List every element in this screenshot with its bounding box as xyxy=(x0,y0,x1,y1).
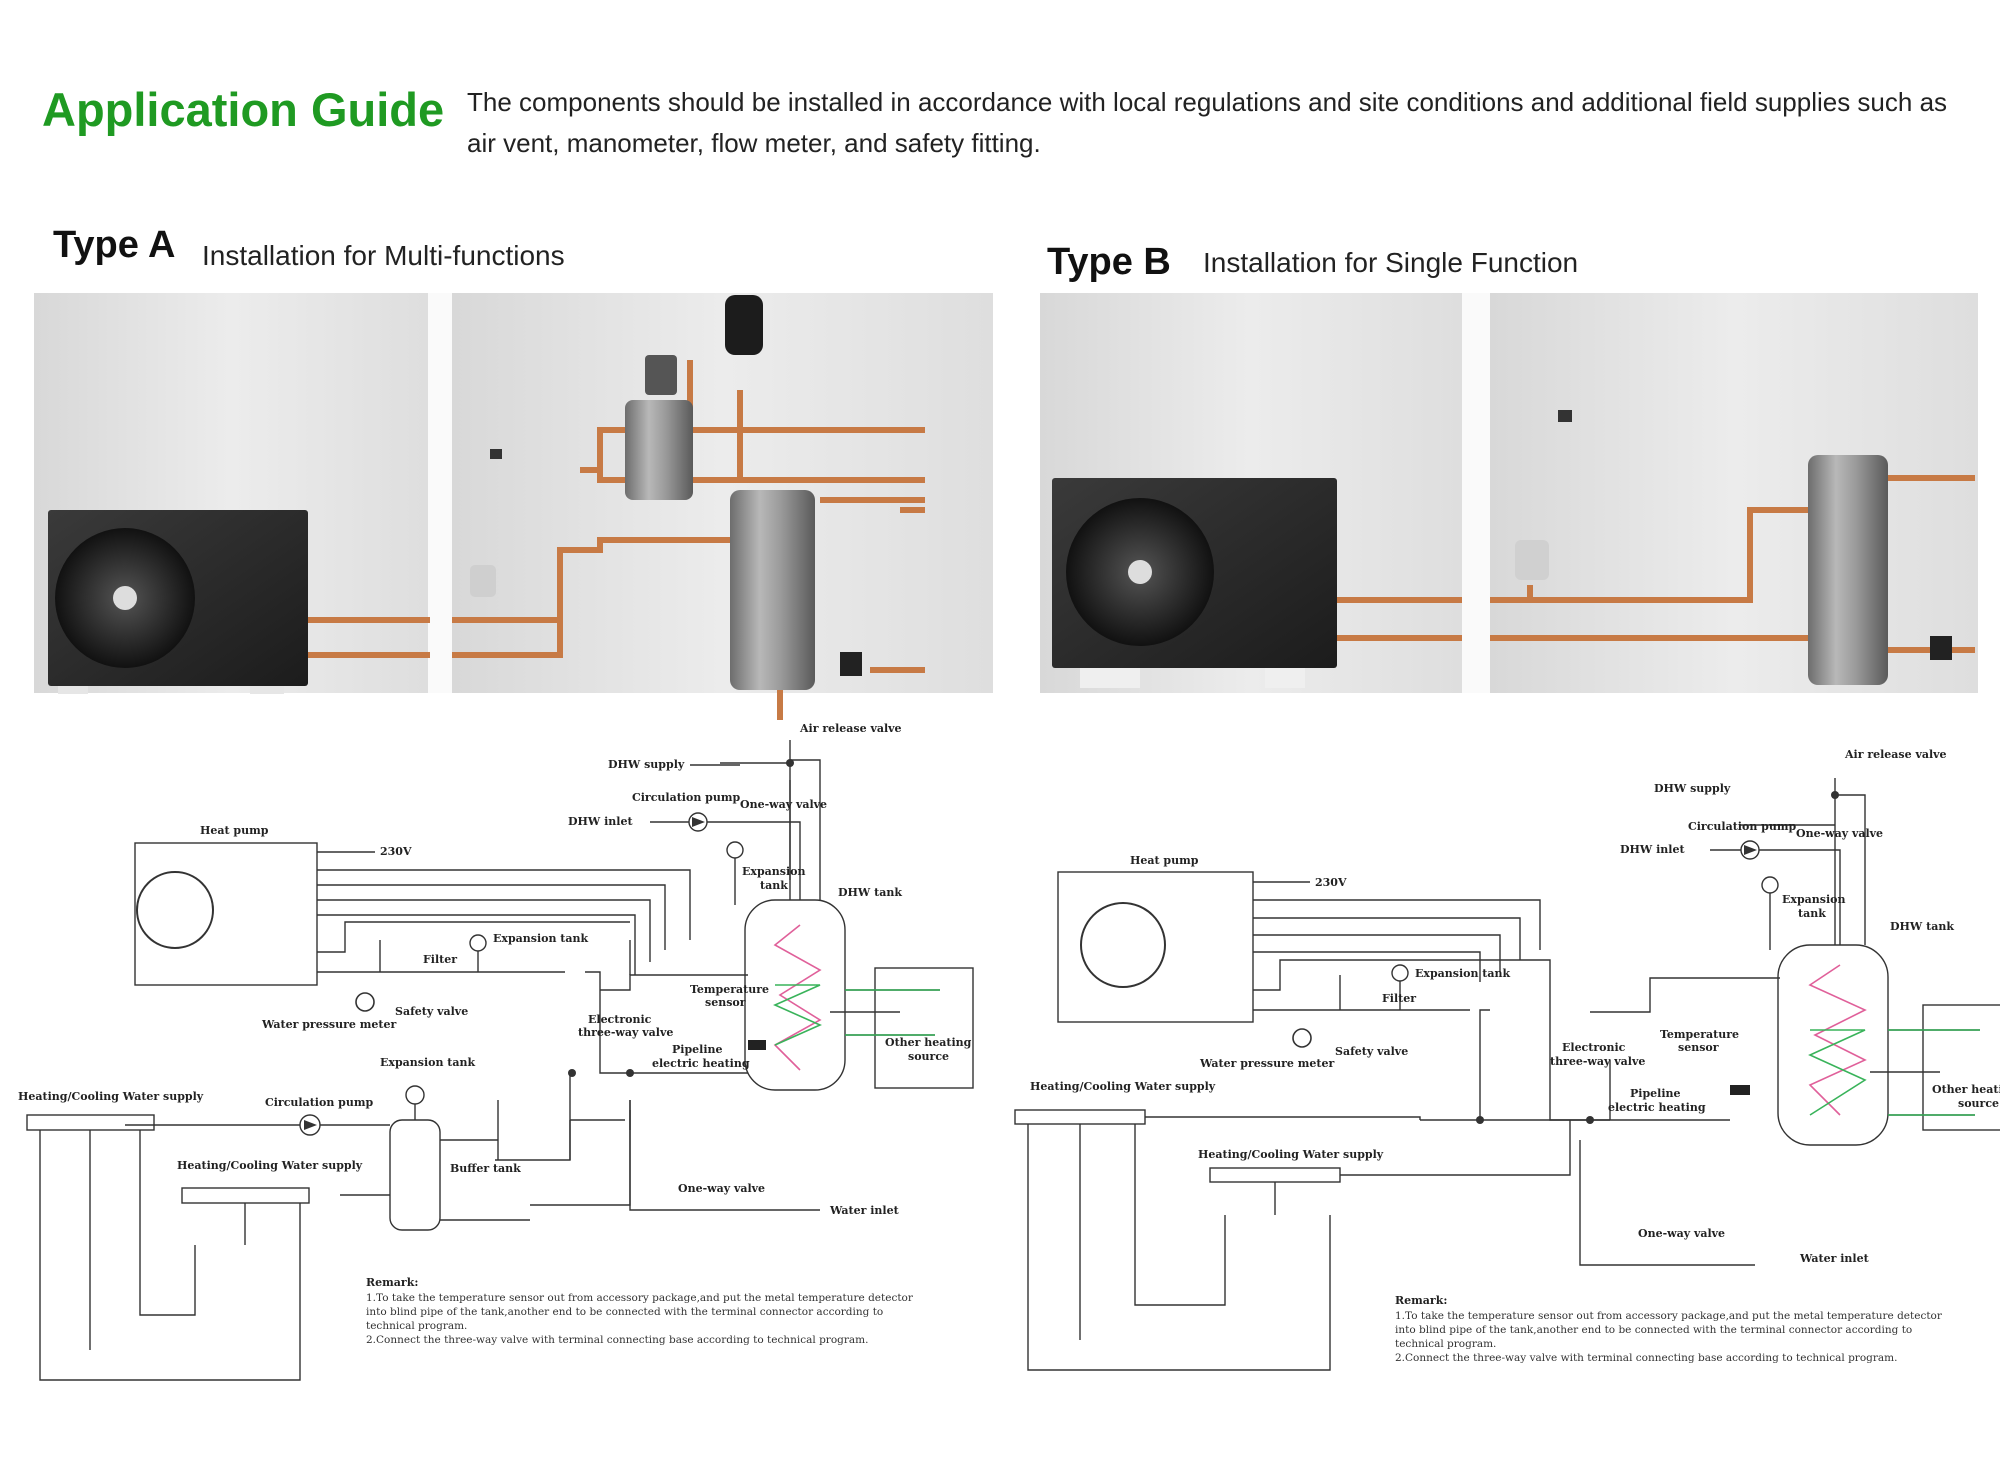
label-electronic-2: three-way valve xyxy=(1550,1055,1645,1068)
heating-coil xyxy=(773,984,822,1046)
remark-line: technical program. xyxy=(366,1320,467,1332)
label-other-heating-2: source xyxy=(908,1050,949,1063)
remark-line: into blind pipe of the tank,another end … xyxy=(1395,1324,1912,1336)
label-electronic-1: Electronic xyxy=(1562,1041,1626,1054)
label-expansion-right-1: Expansion xyxy=(1782,893,1845,906)
label-filter: Filter xyxy=(423,953,457,966)
label-pipeline-1: Pipeline xyxy=(1630,1087,1681,1100)
label-buffer-tank: Buffer tank xyxy=(450,1162,521,1175)
heating-coil xyxy=(1808,1029,1867,1116)
label-expansion-mid: Expansion tank xyxy=(493,932,589,945)
dhw-tank xyxy=(744,899,846,1091)
other-heating-box xyxy=(1922,1004,2000,1131)
label-air-release-valve: Air release valve xyxy=(1844,748,1947,761)
label-electronic-2: three-way valve xyxy=(578,1026,673,1039)
dhw-tank xyxy=(1777,944,1889,1146)
label-circulation-pump-mid: Circulation pump xyxy=(265,1096,373,1109)
label-temperature-sensor-1: Temperature xyxy=(1660,1028,1739,1041)
label-safety-valve: Safety valve xyxy=(395,1005,468,1018)
label-temperature-sensor-1: Temperature xyxy=(690,983,769,996)
heat-pump-box xyxy=(1057,871,1254,1023)
manifold-1 xyxy=(26,1114,155,1131)
label-hc-water-supply-2: Heating/Cooling Water supply xyxy=(177,1159,363,1172)
label-pipeline-2: electric heating xyxy=(1608,1101,1706,1114)
label-dhw-supply: DHW supply xyxy=(608,758,685,771)
label-heat-pump: Heat pump xyxy=(1130,854,1199,867)
label-filter: Filter xyxy=(1382,992,1416,1005)
gauge-icon xyxy=(355,992,375,1012)
gauge-icon xyxy=(1292,1028,1312,1048)
remark-line: 1.To take the temperature sensor out fro… xyxy=(1395,1310,1943,1322)
label-water-inlet: Water inlet xyxy=(1799,1252,1870,1265)
label-pipeline-1: Pipeline xyxy=(672,1043,723,1056)
manifold-2 xyxy=(181,1187,310,1204)
label-other-heating-1: Other heating xyxy=(885,1036,972,1049)
label-one-way-valve-top: One-way valve xyxy=(740,798,827,811)
label-air-release-valve: Air release valve xyxy=(799,722,902,735)
label-expansion-mid: Expansion tank xyxy=(1415,967,1511,980)
label-one-way-valve-top: One-way valve xyxy=(1796,827,1883,840)
dhw-coil xyxy=(1808,964,1867,1116)
label-dhw-supply: DHW supply xyxy=(1654,782,1731,795)
label-expansion-right-1: Expansion xyxy=(742,865,805,878)
label-pipeline-2: electric heating xyxy=(652,1057,750,1070)
type-a-schematic: Air release valve DHW supply Circulation… xyxy=(18,722,974,1381)
manifold-2 xyxy=(1209,1167,1341,1183)
label-water-pressure-meter: Water pressure meter xyxy=(261,1018,396,1031)
remark-line: technical program. xyxy=(1395,1338,1496,1350)
heat-pump-box xyxy=(134,842,318,986)
type-b-label: Type B xyxy=(1047,241,1171,283)
label-hc-water-supply-2: Heating/Cooling Water supply xyxy=(1198,1148,1384,1161)
remark-line: 2.Connect the three-way valve with termi… xyxy=(366,1334,868,1346)
type-a-render xyxy=(34,293,993,720)
label-circulation-pump-top: Circulation pump xyxy=(632,791,740,804)
page-description: The components should be installed in ac… xyxy=(467,87,1948,158)
label-water-pressure-meter: Water pressure meter xyxy=(1199,1057,1334,1070)
label-hc-water-supply-1: Heating/Cooling Water supply xyxy=(1030,1080,1216,1093)
label-expansion-right-2: tank xyxy=(1798,907,1826,920)
page-title: Application Guide xyxy=(42,83,445,136)
label-one-way-valve-bottom: One-way valve xyxy=(678,1182,765,1195)
dhw-coil xyxy=(773,924,822,1071)
label-water-inlet: Water inlet xyxy=(829,1204,900,1217)
label-dhw-tank: DHW tank xyxy=(1890,920,1954,933)
label-temperature-sensor-2: sensor xyxy=(705,996,746,1009)
remark-line: into blind pipe of the tank,another end … xyxy=(366,1306,883,1318)
remark-title: Remark: xyxy=(366,1276,418,1289)
label-other-heating-2: source xyxy=(1958,1097,1999,1110)
label-expansion-right-2: tank xyxy=(760,879,788,892)
label-expansion-low: Expansion tank xyxy=(380,1056,476,1069)
label-circulation-pump-top: Circulation pump xyxy=(1688,820,1796,833)
type-b-render xyxy=(1040,293,1978,693)
label-voltage: 230V xyxy=(380,845,412,858)
buffer-tank xyxy=(389,1119,441,1231)
remark-title: Remark: xyxy=(1395,1294,1447,1307)
label-other-heating-1: Other heating xyxy=(1932,1083,2000,1096)
label-temperature-sensor-2: sensor xyxy=(1678,1041,1719,1054)
label-dhw-inlet: DHW inlet xyxy=(1620,843,1685,856)
type-b-subtitle: Installation for Single Function xyxy=(1203,247,1579,278)
label-voltage: 230V xyxy=(1315,876,1347,889)
remark-line: 2.Connect the three-way valve with termi… xyxy=(1395,1352,1897,1364)
label-hc-water-supply-1: Heating/Cooling Water supply xyxy=(18,1090,204,1103)
type-b-schematic: Air release valve DHW supply Circulation… xyxy=(1014,748,2000,1371)
label-heat-pump: Heat pump xyxy=(200,824,269,837)
dhw-tank-render-a xyxy=(730,490,815,690)
label-safety-valve: Safety valve xyxy=(1335,1045,1408,1058)
label-one-way-valve-bottom: One-way valve xyxy=(1638,1227,1725,1240)
type-a-subtitle: Installation for Multi-functions xyxy=(202,240,565,271)
other-heating-box xyxy=(874,967,974,1089)
label-electronic-1: Electronic xyxy=(588,1013,652,1026)
dhw-tank-render-b xyxy=(1808,455,1888,685)
manifold-1 xyxy=(1014,1109,1146,1125)
label-dhw-inlet: DHW inlet xyxy=(568,815,633,828)
remark-line: 1.To take the temperature sensor out fro… xyxy=(366,1292,914,1304)
type-a-label: Type A xyxy=(53,224,176,266)
label-dhw-tank: DHW tank xyxy=(838,886,902,899)
